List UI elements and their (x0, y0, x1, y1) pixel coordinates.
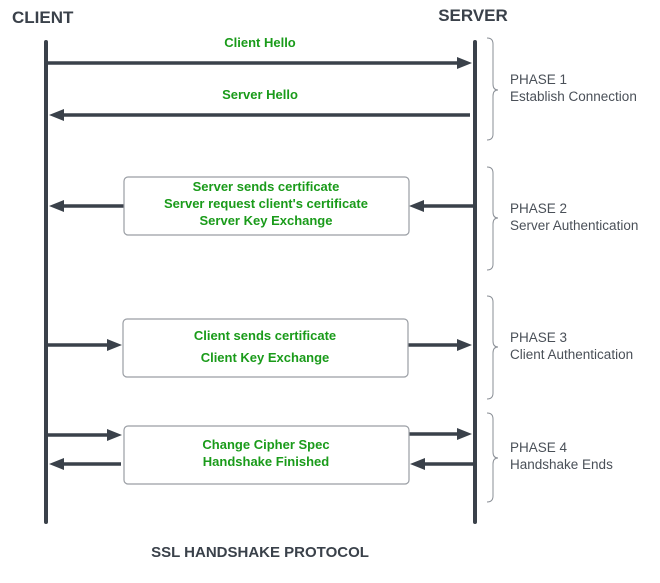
server-authentication-box: Server sends certificate Server request … (49, 176, 473, 236)
phase2-brace-icon (486, 166, 499, 271)
arrowhead-right (457, 339, 472, 351)
box-line: Handshake Finished (203, 454, 329, 469)
message-box (123, 425, 410, 485)
phase3-brace-icon (486, 295, 499, 400)
client-hello-label: Client Hello (224, 35, 296, 50)
phase3-label: PHASE 3 (510, 330, 567, 345)
phase1-label: PHASE 1 (510, 72, 567, 87)
arrowhead-left (410, 458, 425, 470)
message-box (123, 176, 410, 236)
client-hello-message: Client Hello (48, 35, 472, 69)
arrowhead-right (107, 339, 122, 351)
arrowhead-right (107, 429, 122, 441)
phase2-label: PHASE 2 (510, 201, 567, 216)
phase4-label: PHASE 4 (510, 440, 568, 455)
message-box (122, 318, 409, 378)
arrowhead-left (49, 109, 64, 121)
box-line: Change Cipher Spec (202, 437, 329, 452)
arrowhead-left (409, 200, 424, 212)
phase1-brace-icon (486, 37, 499, 141)
client-authentication-box: Client sends certificate Client Key Exch… (48, 318, 472, 378)
box-line: Server Key Exchange (200, 213, 333, 228)
phase4-desc: Handshake Ends (510, 457, 613, 472)
server-hello-message: Server Hello (49, 87, 470, 121)
diagram-title: SSL HANDSHAKE PROTOCOL (151, 544, 369, 561)
phase4-brace-icon (486, 412, 499, 503)
phase1-desc: Establish Connection (510, 89, 637, 104)
box-line: Server request client's certificate (164, 196, 368, 211)
phase3-desc: Client Authentication (510, 347, 633, 362)
box-line: Client Key Exchange (201, 350, 330, 365)
server-label: SERVER (438, 6, 508, 25)
arrowhead-left (49, 200, 64, 212)
arrowhead-right (457, 57, 472, 69)
client-label: CLIENT (12, 8, 74, 27)
box-line: Client sends certificate (194, 328, 336, 343)
arrowhead-left (49, 458, 64, 470)
box-line: Server sends certificate (193, 179, 340, 194)
phase2-desc: Server Authentication (510, 218, 638, 233)
server-hello-label: Server Hello (222, 87, 298, 102)
arrowhead-right (457, 428, 472, 440)
handshake-ends-box: Change Cipher Spec Handshake Finished (48, 425, 473, 485)
